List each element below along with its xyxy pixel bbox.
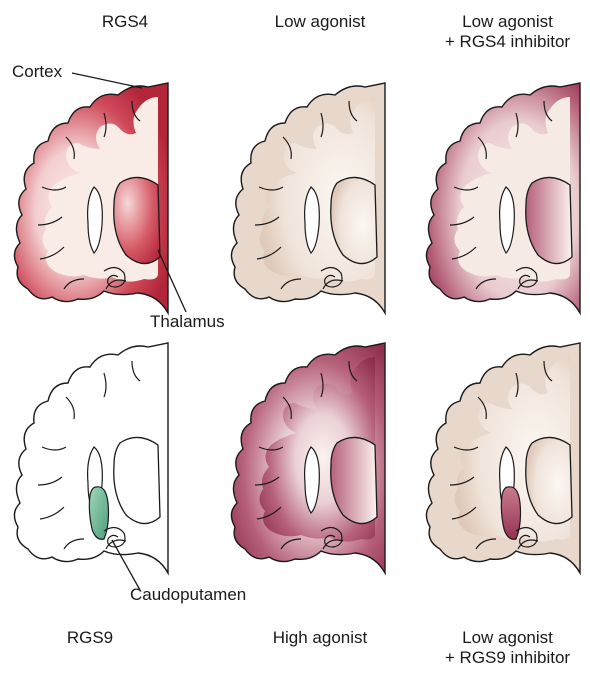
cortex-label: Cortex: [12, 62, 62, 82]
title-low-agonist-rgs4-inhibitor: Low agonist + RGS4 inhibitor: [420, 12, 590, 52]
title-high-agonist: High agonist: [250, 628, 390, 648]
brain-panel-low-agonist: [225, 75, 395, 315]
title-line-1: Low agonist: [420, 628, 590, 648]
thalamus-label: Thalamus: [150, 312, 225, 332]
title-low-agonist-rgs9-inhibitor: Low agonist + RGS9 inhibitor: [420, 628, 590, 668]
title-line-2: + RGS4 inhibitor: [420, 32, 590, 52]
title-rgs9: RGS9: [40, 628, 140, 648]
brain-panel-low-agonist-rgs9-inhibitor: [420, 335, 590, 575]
brain-panel-rgs9: [8, 335, 178, 575]
title-line-1: Low agonist: [420, 12, 590, 32]
brain-panel-high-agonist: [225, 335, 395, 575]
brain-panel-low-agonist-rgs4-inhibitor: [420, 75, 590, 315]
title-rgs4: RGS4: [60, 12, 190, 32]
brain-panel-rgs4: [8, 75, 178, 315]
title-low-agonist-top: Low agonist: [250, 12, 390, 32]
title-line-2: + RGS9 inhibitor: [420, 648, 590, 668]
caudoputamen-label: Caudoputamen: [130, 585, 246, 605]
